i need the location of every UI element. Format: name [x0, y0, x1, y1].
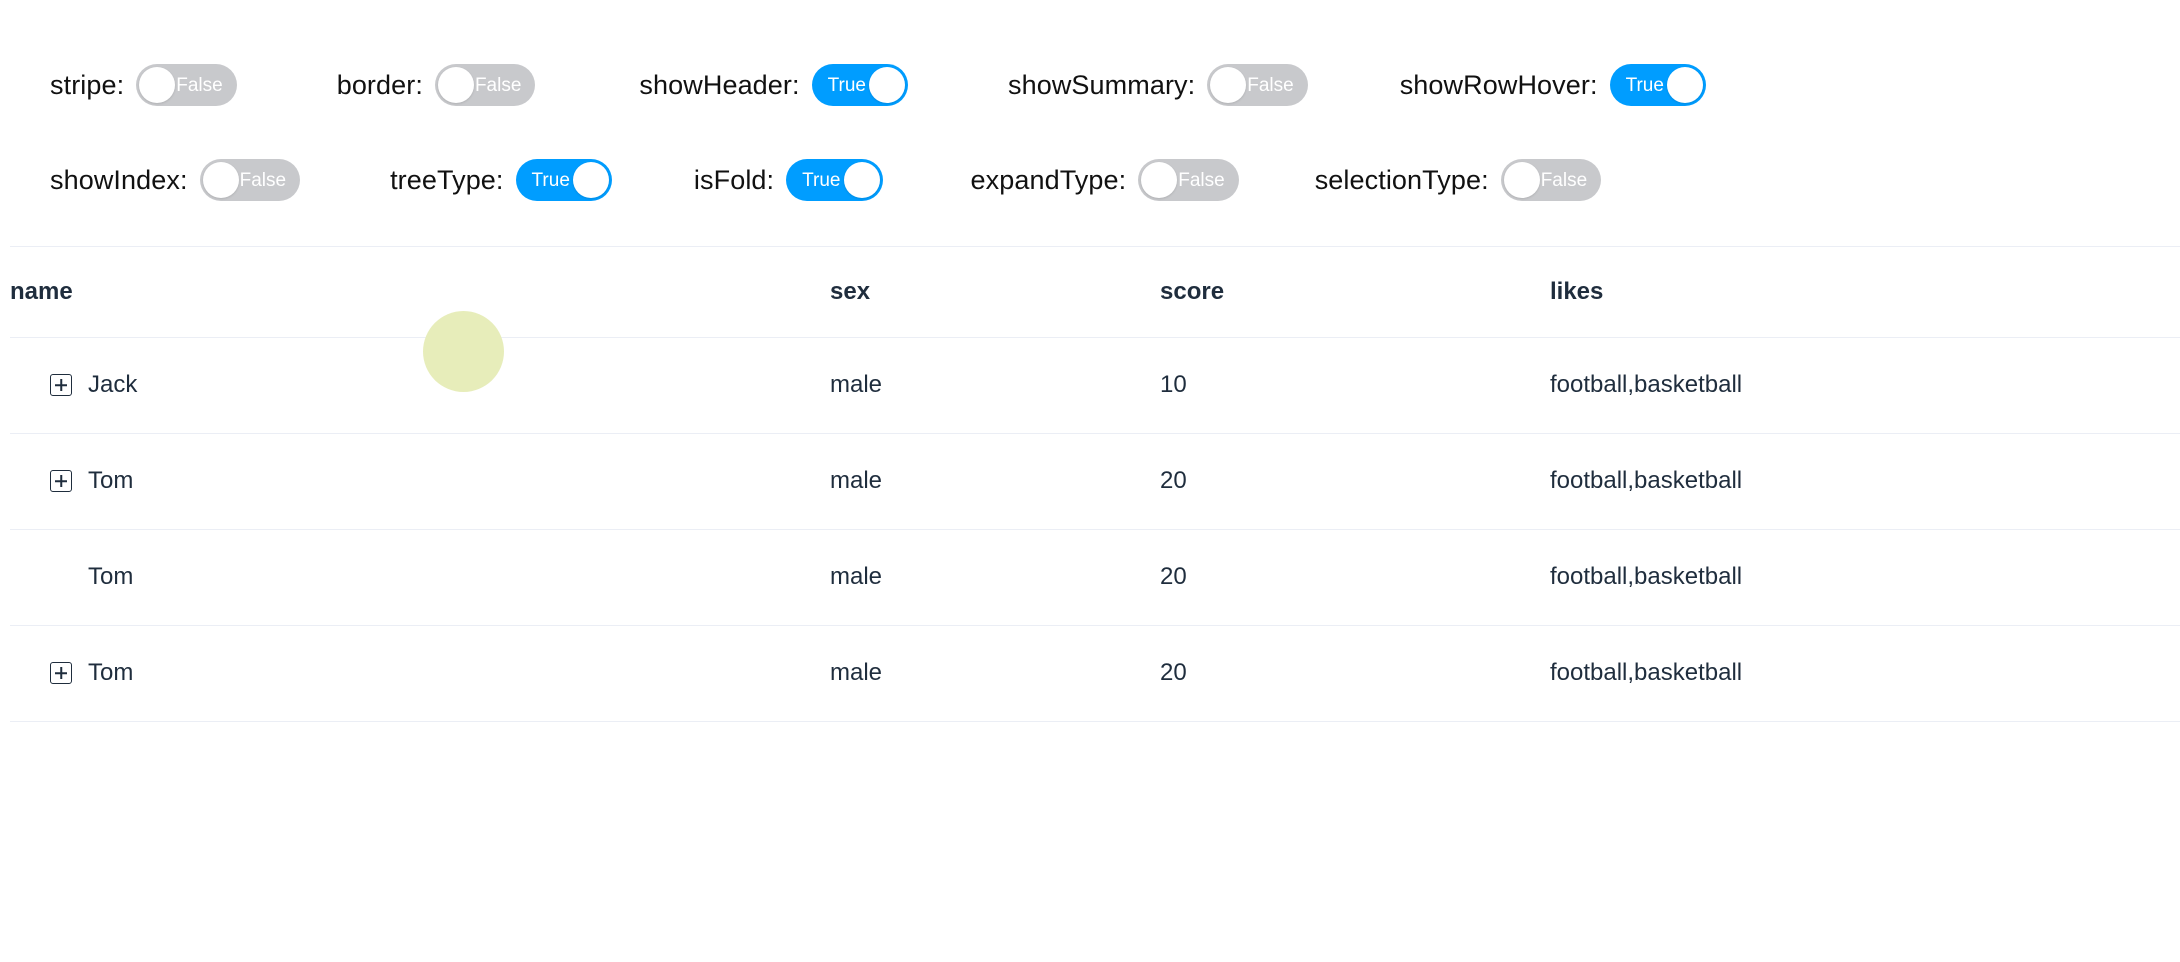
switch-knob-icon	[1141, 162, 1178, 198]
row-name-text: Tom	[88, 659, 134, 687]
switch-value-show-summary: False	[1247, 74, 1294, 96]
switch-row-1: stripe: False border: False showHeader: …	[0, 38, 2180, 132]
switch-value-selection-type: False	[1540, 169, 1588, 191]
column-header-likes[interactable]: likes	[1550, 247, 2180, 338]
cell-likes: football,basketball	[1550, 529, 2180, 626]
switch-field-tree-type: treeType: True	[390, 159, 612, 201]
column-header-sex[interactable]: sex	[830, 247, 1160, 338]
switch-tree-type[interactable]: True	[515, 159, 612, 201]
switch-label-border: border:	[336, 69, 423, 100]
switch-show-index[interactable]: False	[199, 159, 301, 201]
switch-label-show-index: showIndex:	[50, 164, 188, 195]
switch-knob-icon	[437, 67, 474, 103]
switch-is-fold[interactable]: True	[786, 159, 883, 201]
switch-stripe[interactable]: False	[136, 64, 237, 106]
cell-score: 20	[1160, 529, 1550, 626]
switch-field-border: border: False	[337, 64, 536, 106]
cell-sex: male	[830, 433, 1160, 530]
switch-value-is-fold: True	[802, 169, 841, 191]
data-table-container: name sex score likes Jack male 10 footba…	[10, 246, 2180, 722]
row-name-text: Tom	[88, 563, 134, 590]
switch-field-is-fold: isFold: True	[694, 159, 883, 201]
row-name-text: Tom	[88, 467, 134, 494]
switch-value-show-row-hover: True	[1625, 74, 1664, 96]
column-header-score[interactable]: score	[1160, 247, 1550, 338]
cell-likes: football,basketball	[1550, 337, 2180, 434]
expand-plus-icon[interactable]	[50, 662, 72, 685]
switch-label-selection-type: selectionType:	[1314, 164, 1489, 195]
cell-score: 10	[1160, 337, 1550, 434]
switch-knob-icon	[1666, 67, 1703, 103]
switch-row-2: showIndex: False treeType: True isFold: …	[0, 132, 2180, 228]
switch-label-show-summary: showSummary:	[1007, 69, 1196, 100]
switch-knob-icon	[1503, 162, 1540, 198]
column-header-name[interactable]: name	[10, 247, 830, 338]
table-row[interactable]: Tom male 20 football,basketball	[10, 529, 2180, 626]
switch-knob-icon	[1210, 67, 1247, 103]
table-row[interactable]: Jack male 10 football,basketball	[10, 337, 2180, 434]
switch-selection-type[interactable]: False	[1500, 159, 1602, 201]
switch-value-stripe: False	[176, 74, 223, 96]
cell-score: 20	[1160, 433, 1550, 530]
switch-knob-icon	[139, 67, 176, 103]
switch-label-tree-type: treeType:	[390, 164, 504, 195]
cell-name: Tom	[10, 529, 830, 626]
table-body: Jack male 10 football,basketball Tom mal…	[10, 337, 2180, 721]
cell-likes: football,basketball	[1550, 659, 1743, 687]
cell-sex: male	[830, 337, 1160, 434]
switch-show-row-hover[interactable]: True	[1609, 64, 1706, 106]
data-table: name sex score likes Jack male 10 footba…	[10, 247, 2180, 721]
switch-field-show-index: showIndex: False	[50, 159, 301, 201]
switch-label-is-fold: isFold:	[693, 164, 775, 195]
cell-sex: male	[830, 659, 883, 687]
cell-likes: football,basketball	[1550, 433, 2180, 530]
switch-knob-icon	[868, 67, 905, 103]
switch-label-show-row-hover: showRowHover:	[1399, 69, 1598, 100]
table-header: name sex score likes	[10, 247, 2180, 338]
expand-plus-icon[interactable]	[50, 374, 72, 396]
switch-value-expand-type: False	[1178, 169, 1225, 191]
switch-show-summary[interactable]: False	[1207, 64, 1308, 106]
switch-field-stripe: stripe: False	[50, 64, 237, 106]
switch-field-show-row-hover: showRowHover: True	[1400, 64, 1706, 106]
switch-knob-icon	[202, 162, 239, 198]
switch-knob-icon	[572, 162, 609, 198]
cell-name: Jack	[10, 337, 830, 434]
table-row[interactable]: Tom male 20 football,basketball	[10, 625, 2180, 721]
switch-panel: stripe: False border: False showHeader: …	[0, 0, 2180, 228]
cell-name: Tom	[10, 625, 830, 721]
switch-field-expand-type: expandType: False	[971, 159, 1239, 201]
cell-name: Tom	[10, 433, 830, 530]
switch-field-selection-type: selectionType: False	[1314, 159, 1602, 201]
cell-sex: male	[830, 529, 1160, 626]
switch-label-stripe: stripe:	[50, 69, 125, 100]
switch-value-show-header: True	[827, 74, 866, 96]
cell-score: 20	[1160, 659, 1187, 687]
switch-expand-type[interactable]: False	[1138, 159, 1239, 201]
table-header-row: name sex score likes	[10, 247, 2180, 338]
switch-show-header[interactable]: True	[811, 64, 908, 106]
switch-border[interactable]: False	[434, 64, 536, 106]
switch-field-show-summary: showSummary: False	[1008, 64, 1308, 106]
switch-value-border: False	[474, 74, 522, 96]
switch-knob-icon	[843, 162, 880, 198]
expand-plus-icon[interactable]	[50, 470, 72, 492]
row-name-text: Jack	[88, 371, 138, 398]
switch-label-show-header: showHeader:	[639, 69, 800, 100]
switch-label-expand-type: expandType:	[970, 164, 1127, 195]
switch-value-tree-type: True	[531, 169, 570, 191]
switch-value-show-index: False	[239, 169, 287, 191]
switch-field-show-header: showHeader: True	[639, 64, 908, 106]
table-row[interactable]: Tom male 20 football,basketball	[10, 433, 2180, 530]
